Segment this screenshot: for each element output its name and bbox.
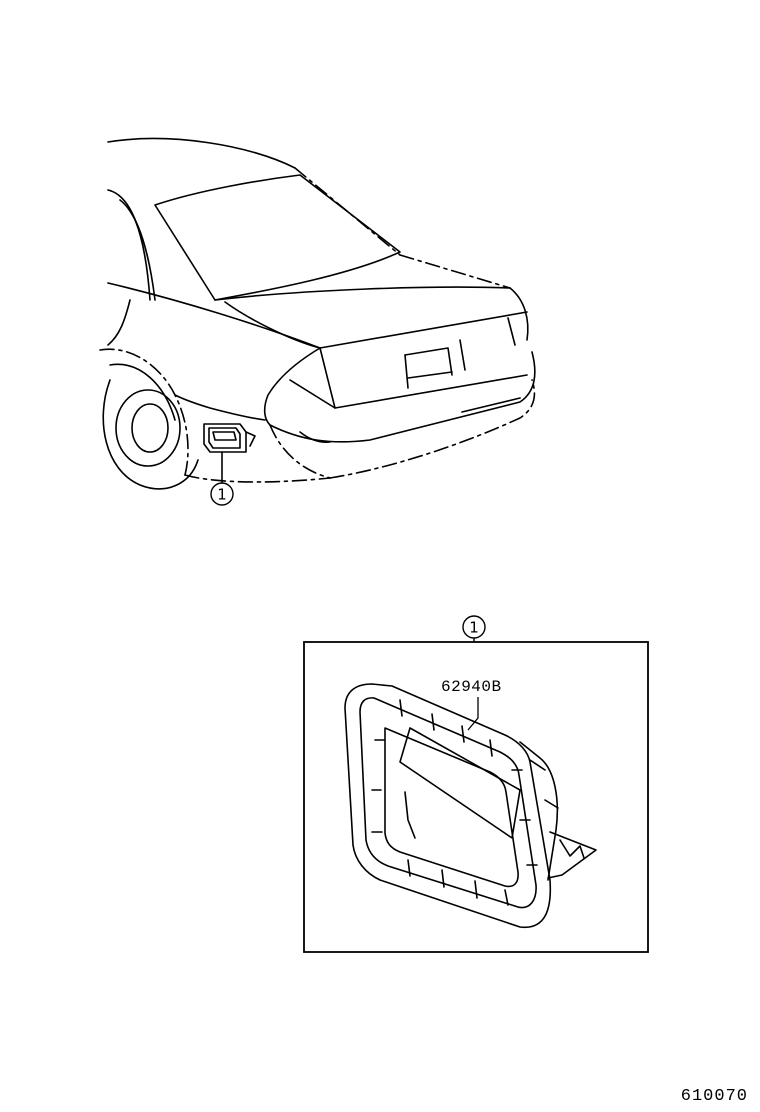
detail-frame xyxy=(303,641,649,953)
car-callout[interactable]: 1 xyxy=(210,482,234,506)
part-number-label[interactable]: 62940B xyxy=(441,678,502,696)
part-number-leader xyxy=(467,697,479,731)
figure-number: 610070 xyxy=(680,1087,748,1106)
vent-grommet-detail xyxy=(344,683,597,928)
svg-text:1: 1 xyxy=(469,619,479,637)
car-rear-view xyxy=(99,137,536,490)
svg-text:1: 1 xyxy=(217,486,227,504)
detail-callout[interactable]: 1 xyxy=(462,615,486,642)
